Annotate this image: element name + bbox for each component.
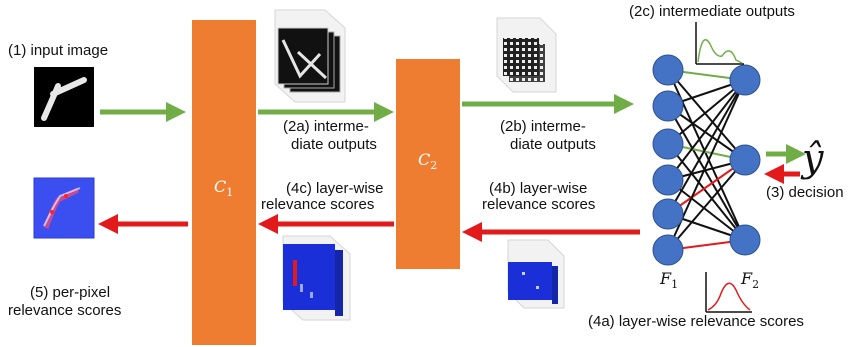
layer-label-f2: F2 bbox=[741, 269, 760, 292]
forward-arrows bbox=[100, 94, 806, 164]
label-4b-line2: relevance scores bbox=[482, 196, 596, 213]
label-4c-line2: relevance scores bbox=[261, 196, 375, 213]
feature-maps-2a bbox=[274, 9, 346, 103]
layer-label-f1: F1 bbox=[660, 269, 679, 292]
neurons-layer-f2 bbox=[729, 64, 761, 256]
relevance-curve bbox=[705, 272, 752, 313]
label-2a-line1: (2a) interme- bbox=[283, 118, 369, 135]
conv-block-c2 bbox=[396, 59, 460, 269]
label-4c-line1: (4c) layer-wise bbox=[286, 180, 384, 197]
label-4b-line1: (4b) layer-wise bbox=[489, 180, 588, 197]
label-per-pixel-line2: relevance scores bbox=[8, 302, 122, 319]
relevance-volume-4c bbox=[282, 235, 351, 321]
neurons-layer-f1 bbox=[652, 54, 684, 266]
label-input-image: (1) input image bbox=[8, 42, 109, 59]
label-per-pixel-line1: (5) per-pixel bbox=[30, 284, 111, 301]
label-2b-line2: diate outputs bbox=[510, 136, 596, 153]
label-2c: (2c) intermediate outputs bbox=[629, 3, 795, 20]
input-image bbox=[34, 67, 94, 127]
label-2b-line1: (2b) interme- bbox=[500, 118, 586, 135]
label-4a: (4a) layer-wise relevance scores bbox=[588, 313, 804, 330]
backward-arrows bbox=[98, 164, 800, 242]
intermediate-output-curve bbox=[695, 22, 744, 65]
per-pixel-relevance-image bbox=[33, 177, 95, 239]
conv-block-c1 bbox=[192, 20, 256, 345]
output-y-hat: ŷ bbox=[802, 136, 824, 180]
feature-maps-2b bbox=[496, 17, 557, 93]
conv-label-c2: C2 bbox=[418, 150, 438, 173]
label-decision: (3) decision bbox=[766, 184, 844, 201]
conv-label-c1: C1 bbox=[214, 177, 234, 200]
relevance-volume-4b bbox=[507, 239, 565, 309]
label-2a-line2: diate outputs bbox=[291, 136, 377, 153]
